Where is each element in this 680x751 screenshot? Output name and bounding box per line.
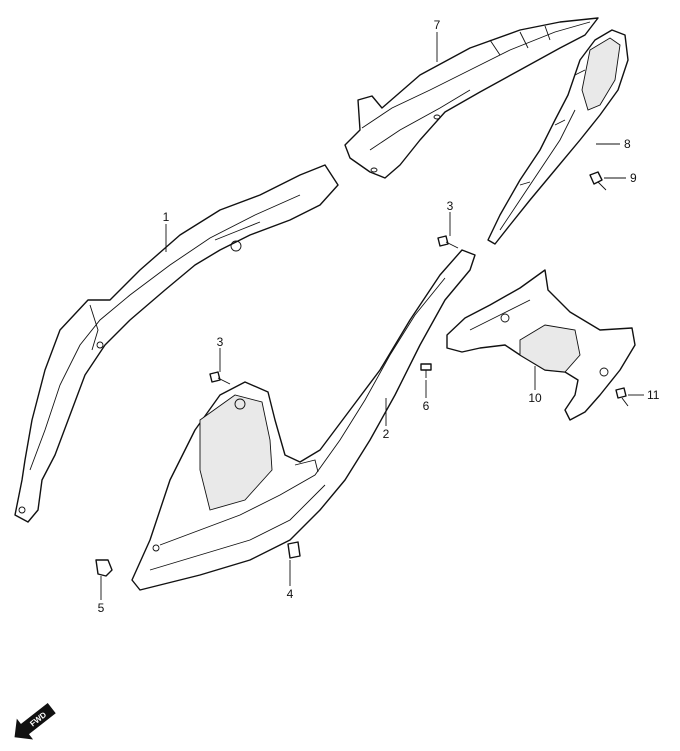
- bolt-6-icon: [420, 363, 432, 378]
- nut-4-icon: [287, 541, 301, 559]
- callout-7: 7: [434, 18, 441, 32]
- screw-9-icon: [589, 171, 607, 191]
- callout-leaders: [100, 32, 644, 600]
- screw-3-upper-icon: [437, 235, 459, 249]
- fwd-arrow-icon: FWD: [14, 703, 56, 740]
- part-8-rear-side-cover: [487, 29, 629, 245]
- screw-3-lower-icon: [209, 371, 231, 385]
- screw-11-icon: [615, 387, 629, 407]
- callout-9: 9: [630, 171, 637, 185]
- callout-3-lower: 3: [217, 335, 224, 349]
- callout-8: 8: [624, 137, 631, 151]
- part-10-lower-cover: [446, 269, 636, 421]
- part-1-side-rail: [14, 164, 339, 523]
- callout-3-upper: 3: [447, 199, 454, 213]
- callout-6: 6: [423, 399, 430, 413]
- callout-4: 4: [287, 587, 294, 601]
- part-2-body-cover: [131, 249, 476, 591]
- callout-11: 11: [647, 388, 660, 402]
- callout-5: 5: [98, 601, 105, 615]
- clip-5-icon: [95, 559, 113, 577]
- callout-1: 1: [163, 210, 170, 224]
- part-7-rear-upper-cover: [344, 17, 599, 179]
- callout-2: 2: [383, 427, 390, 441]
- callout-10: 10: [528, 391, 542, 405]
